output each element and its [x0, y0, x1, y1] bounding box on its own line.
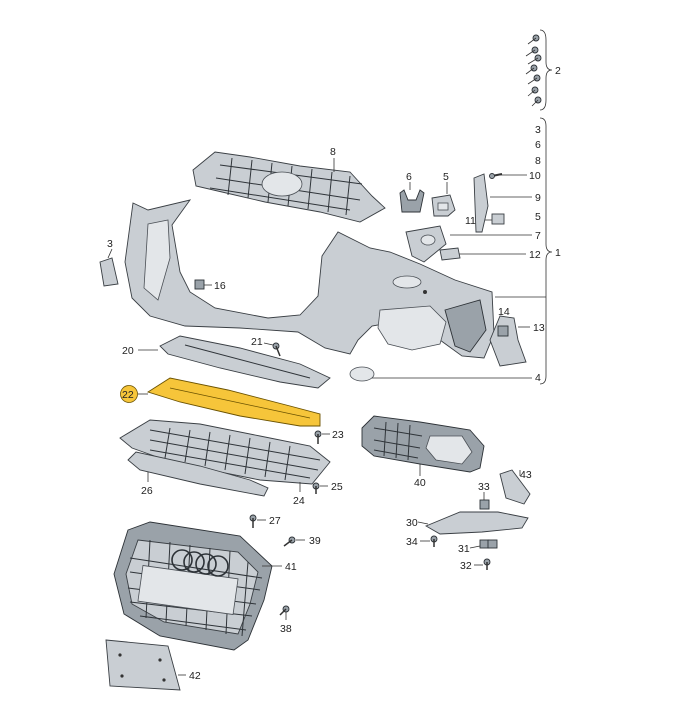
- bracket-part-7[interactable]: [405, 225, 447, 263]
- callout-13: 13: [533, 322, 545, 334]
- cover-part-43[interactable]: [499, 469, 531, 505]
- screw-set-part-2[interactable]: [525, 34, 542, 107]
- callout-9-right: 9: [535, 192, 541, 204]
- clip-part-33[interactable]: [479, 499, 490, 510]
- callout-27: 27: [269, 515, 281, 527]
- callout-5-left: 5: [443, 171, 449, 183]
- bumper-cover-part-1[interactable]: [124, 199, 495, 359]
- callout-40: 40: [414, 477, 426, 489]
- clip-part-11[interactable]: [491, 213, 505, 225]
- screw-part-10[interactable]: [489, 173, 503, 179]
- callout-3-right: 3: [535, 124, 541, 136]
- callout-25: 25: [331, 481, 343, 493]
- callout-7-right: 7: [535, 230, 541, 242]
- screw-part-23[interactable]: [314, 430, 322, 444]
- screw-part-25[interactable]: [312, 482, 320, 494]
- callout-24: 24: [293, 495, 305, 507]
- callout-2: 2: [555, 65, 561, 77]
- callout-21: 21: [251, 336, 263, 348]
- screw-part-38[interactable]: [279, 605, 290, 616]
- callout-14: 14: [498, 306, 510, 318]
- callout-8-right: 8: [535, 155, 541, 167]
- callout-31: 31: [458, 543, 470, 555]
- callout-12-right: 12: [529, 249, 541, 261]
- screw-part-39[interactable]: [283, 536, 296, 547]
- callout-4-right: 4: [535, 372, 541, 384]
- spoiler-part-20[interactable]: [159, 335, 331, 389]
- callout-16: 16: [214, 280, 226, 292]
- bracket-part-13[interactable]: [489, 315, 527, 367]
- callout-6-right: 6: [535, 139, 541, 151]
- callout-1: 1: [555, 247, 561, 259]
- lower-strip-part-26[interactable]: [127, 451, 269, 497]
- callout-3-left: 3: [107, 238, 113, 250]
- clip-part-31[interactable]: [479, 539, 498, 549]
- callout-22-marker: [120, 385, 138, 403]
- trim-strip-part-22-highlighted[interactable]: [146, 377, 321, 427]
- callout-34: 34: [406, 536, 418, 548]
- callout-6-left: 6: [406, 171, 412, 183]
- callout-38: 38: [280, 623, 292, 635]
- cover-part-3[interactable]: [99, 257, 119, 287]
- front-carrier-part-8[interactable]: [192, 151, 386, 223]
- callout-42: 42: [189, 670, 201, 682]
- callout-33: 33: [478, 481, 490, 493]
- callout-8-top: 8: [330, 146, 336, 158]
- callout-11: 11: [465, 215, 476, 227]
- callout-26: 26: [141, 485, 153, 497]
- screw-part-21[interactable]: [272, 342, 281, 357]
- screw-part-27[interactable]: [249, 514, 257, 528]
- bracket-part-5[interactable]: [431, 194, 456, 217]
- bracket-part-6[interactable]: [399, 189, 425, 213]
- callout-41: 41: [285, 561, 297, 573]
- callout-23: 23: [332, 429, 344, 441]
- clip-part-16[interactable]: [194, 279, 205, 290]
- bracket-part-9[interactable]: [473, 173, 489, 233]
- screw-part-34[interactable]: [430, 535, 438, 547]
- screw-part-32[interactable]: [483, 558, 491, 570]
- callout-39: 39: [309, 535, 321, 547]
- callout-43: 43: [520, 469, 532, 481]
- clip-part-12[interactable]: [439, 247, 461, 261]
- callout-30: 30: [406, 517, 418, 529]
- plate-bracket-part-42[interactable]: [105, 639, 181, 691]
- callout-20: 20: [122, 345, 134, 357]
- bracket-part-30[interactable]: [424, 511, 529, 535]
- callout-5-right: 5: [535, 211, 541, 223]
- fog-grille-part-40[interactable]: [361, 415, 485, 473]
- callout-32: 32: [460, 560, 472, 572]
- callout-10-right: 10: [529, 170, 541, 182]
- radiator-grille-part-41[interactable]: [113, 521, 273, 651]
- clip-part-14[interactable]: [497, 325, 509, 337]
- tow-cap-part-4[interactable]: [349, 366, 375, 382]
- callout-22: 22: [122, 389, 134, 401]
